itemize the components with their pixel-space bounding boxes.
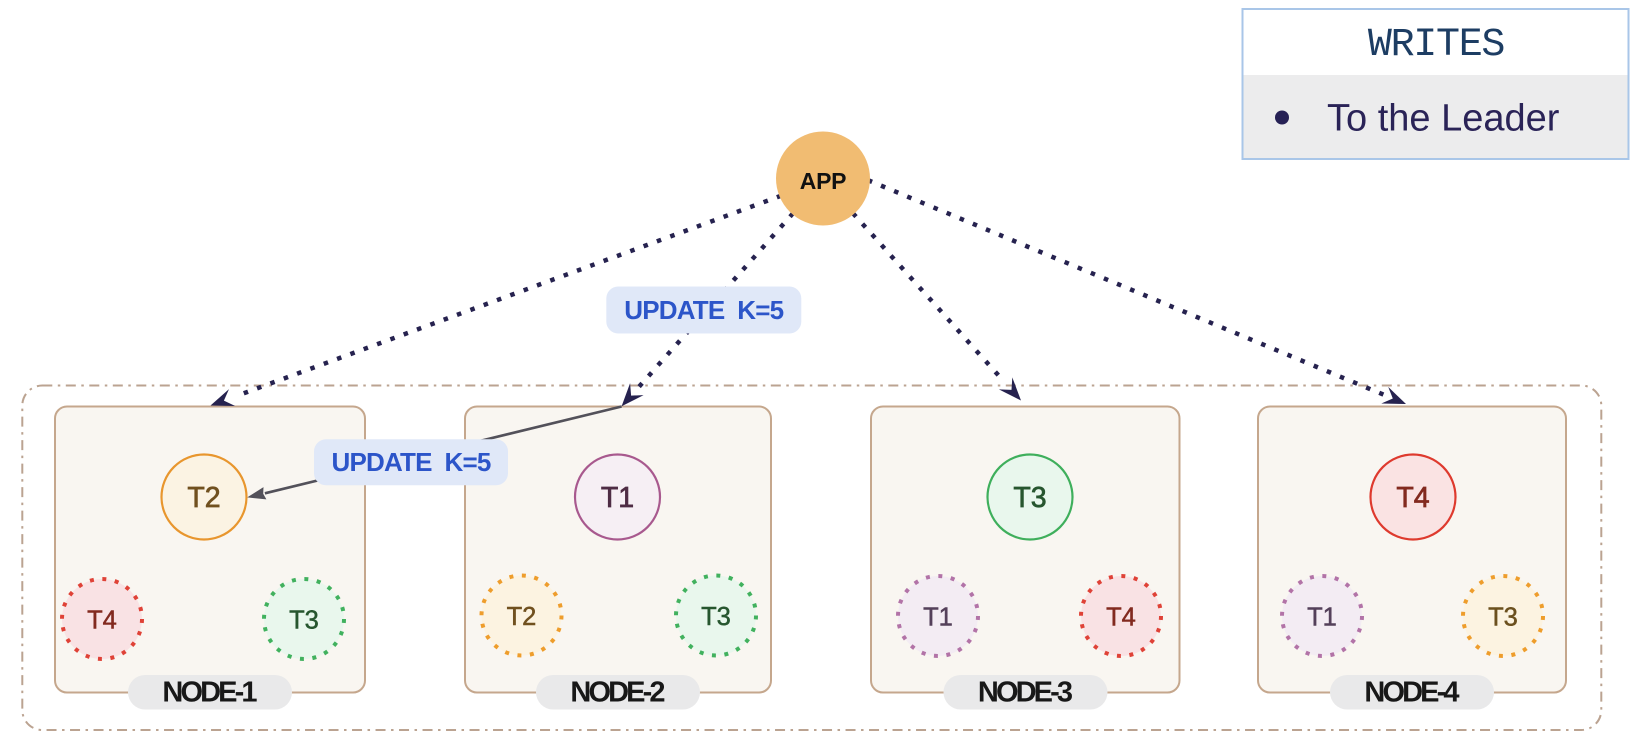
svg-text:T3: T3 <box>1013 482 1046 514</box>
svg-text:T4: T4 <box>1106 603 1136 631</box>
svg-text:T1: T1 <box>601 482 634 514</box>
svg-text:UPDATE K=5: UPDATE K=5 <box>624 295 783 325</box>
svg-text:NODE-2: NODE-2 <box>570 677 664 709</box>
svg-text:T3: T3 <box>289 606 319 634</box>
svg-text:UPDATE K=5: UPDATE K=5 <box>331 447 490 477</box>
svg-text:NODE-3: NODE-3 <box>978 677 1073 709</box>
svg-text:APP: APP <box>800 168 846 194</box>
svg-text:WRITES: WRITES <box>1368 23 1505 68</box>
svg-text:T3: T3 <box>1488 603 1518 631</box>
svg-text:T2: T2 <box>187 482 220 514</box>
svg-text:T4: T4 <box>1396 482 1429 514</box>
svg-text:To the Leader: To the Leader <box>1327 98 1560 140</box>
svg-text:T1: T1 <box>923 603 953 631</box>
svg-text:T1: T1 <box>1307 603 1337 631</box>
svg-text:T2: T2 <box>507 603 537 631</box>
svg-text:T4: T4 <box>87 606 117 634</box>
svg-text:NODE-1: NODE-1 <box>162 677 257 709</box>
svg-text:T3: T3 <box>701 603 731 631</box>
svg-text:NODE-4: NODE-4 <box>1364 677 1459 709</box>
